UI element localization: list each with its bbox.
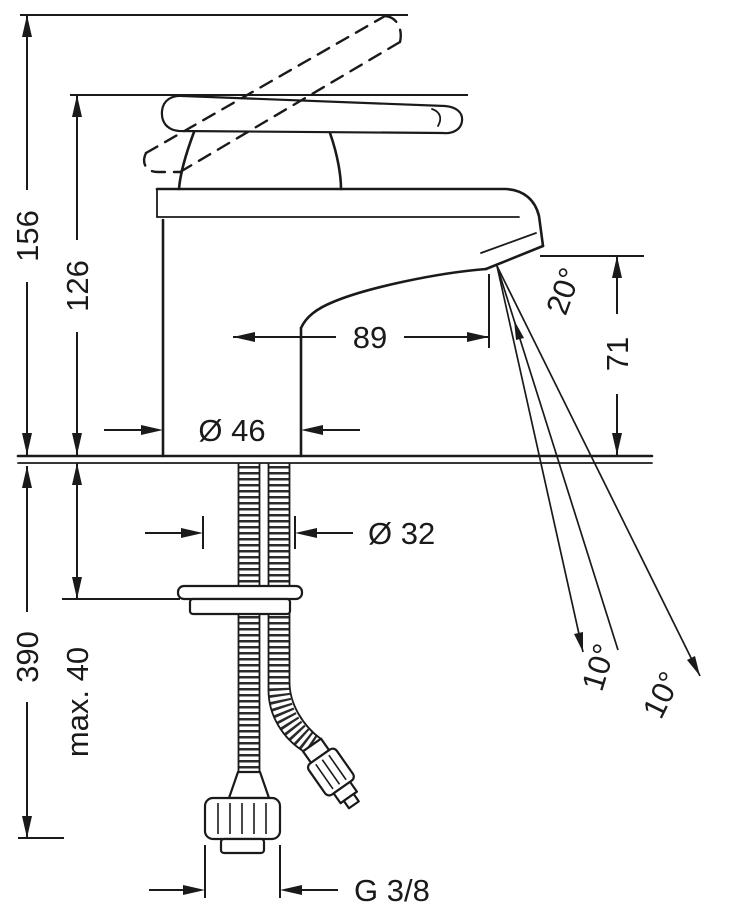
dimension-label-max-deck-thickness: max. 40 <box>60 647 95 757</box>
angled-fitting-tip <box>342 792 360 810</box>
arrowhead <box>612 433 622 455</box>
stream-cone-arrow-inner <box>574 632 583 652</box>
handle-blade-detail <box>431 108 442 127</box>
handle-lever <box>160 94 464 191</box>
angled-fitting-knurl-line <box>315 763 334 790</box>
handle-raised-top-line <box>144 14 387 155</box>
arrowhead <box>22 15 32 37</box>
dimension-tap-hole-diameter: Ø 32 <box>145 516 435 551</box>
dimension-spout-reach: 89 <box>233 274 490 355</box>
stream-line-outer <box>496 265 701 677</box>
angle-labels: 20° 10° 10° <box>539 263 688 724</box>
arrowhead <box>295 528 317 538</box>
dimension-max-deck-thickness: max. 40 <box>60 463 180 757</box>
dimension-spout-height: 71 <box>540 255 644 455</box>
dimension-handle-height: 126 <box>60 94 468 455</box>
arrowhead <box>22 433 32 455</box>
arrowhead <box>141 425 163 435</box>
deck-surface <box>16 454 654 464</box>
hose-right-edge-1 <box>267 463 304 752</box>
clamp-washer <box>176 584 304 601</box>
angled-fitting-knurl-line <box>328 754 347 781</box>
spout-top-edge <box>155 187 545 248</box>
dimension-label-connection-thread: G 3/8 <box>354 873 430 908</box>
arrowhead <box>72 463 82 485</box>
angled-fitting-knurl-line <box>321 759 341 785</box>
clamp-nut <box>188 597 292 616</box>
dimension-hose-length: 390 <box>10 466 64 839</box>
hose-right-edge-2 <box>288 463 322 740</box>
hose-fitting-angled <box>301 737 360 810</box>
hose-fitting-straight <box>203 770 282 855</box>
dimension-label-spout-reach: 89 <box>353 320 387 355</box>
dimension-label-hose-length: 390 <box>10 631 45 683</box>
handle-raised-pivot <box>142 151 182 174</box>
arrowhead <box>612 256 622 278</box>
dimension-label-total-height: 156 <box>10 210 45 262</box>
dimension-label-spout-height: 71 <box>600 337 635 371</box>
aerator-outlet-face <box>484 244 545 271</box>
arrowhead <box>72 577 82 599</box>
arrowhead <box>72 95 82 117</box>
dimension-body-diameter: Ø 46 <box>104 413 360 448</box>
water-stream-lines <box>496 265 701 677</box>
arrowhead <box>72 433 82 455</box>
fitting-cone <box>227 770 271 800</box>
handle-neck-left <box>177 130 196 191</box>
dimension-connection-thread: G 3/8 <box>149 845 430 908</box>
arrowhead <box>233 332 255 342</box>
handle-raised-dashed <box>142 14 402 174</box>
supply-hoses <box>237 463 322 773</box>
arrowhead <box>183 885 205 895</box>
handle-raised-tip <box>383 14 402 44</box>
dimension-label-body-diameter: Ø 46 <box>198 413 265 448</box>
aerator-seam-line <box>480 232 537 254</box>
dimension-label-handle-height: 126 <box>60 260 95 312</box>
faucet-body <box>155 187 545 458</box>
arrowhead <box>181 528 203 538</box>
angle-label-cone-outer: 10° <box>636 666 688 723</box>
handle-blade <box>160 94 464 135</box>
fitting-collar <box>219 837 266 855</box>
angle-label-stream: 20° <box>539 263 588 319</box>
handle-neck-right <box>328 131 343 191</box>
arrowhead <box>22 466 32 488</box>
stream-line-inner <box>496 265 584 653</box>
dimension-label-tap-hole-diameter: Ø 32 <box>368 516 435 551</box>
arrowhead <box>467 332 489 342</box>
stream-angle-arrow <box>514 320 524 340</box>
spout-underside-curve <box>299 267 488 330</box>
arrowhead <box>22 816 32 838</box>
hose-right-braid <box>268 466 318 754</box>
dimension-total-height: 156 <box>10 14 408 455</box>
arrowhead <box>301 425 323 435</box>
arrowhead <box>280 885 302 895</box>
mounting-clamp <box>176 584 304 616</box>
stream-cone-arrow-outer <box>687 656 700 676</box>
